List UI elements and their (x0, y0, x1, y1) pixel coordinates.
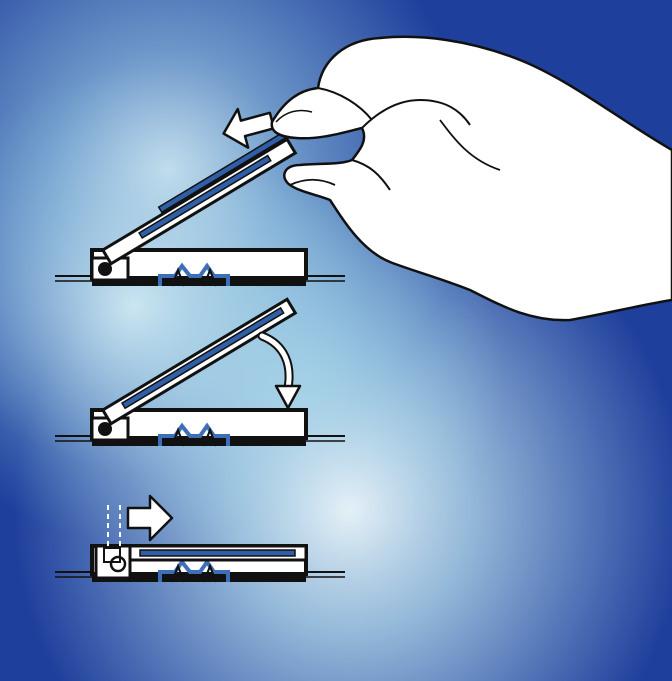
hinge-pivot-icon (111, 557, 125, 571)
